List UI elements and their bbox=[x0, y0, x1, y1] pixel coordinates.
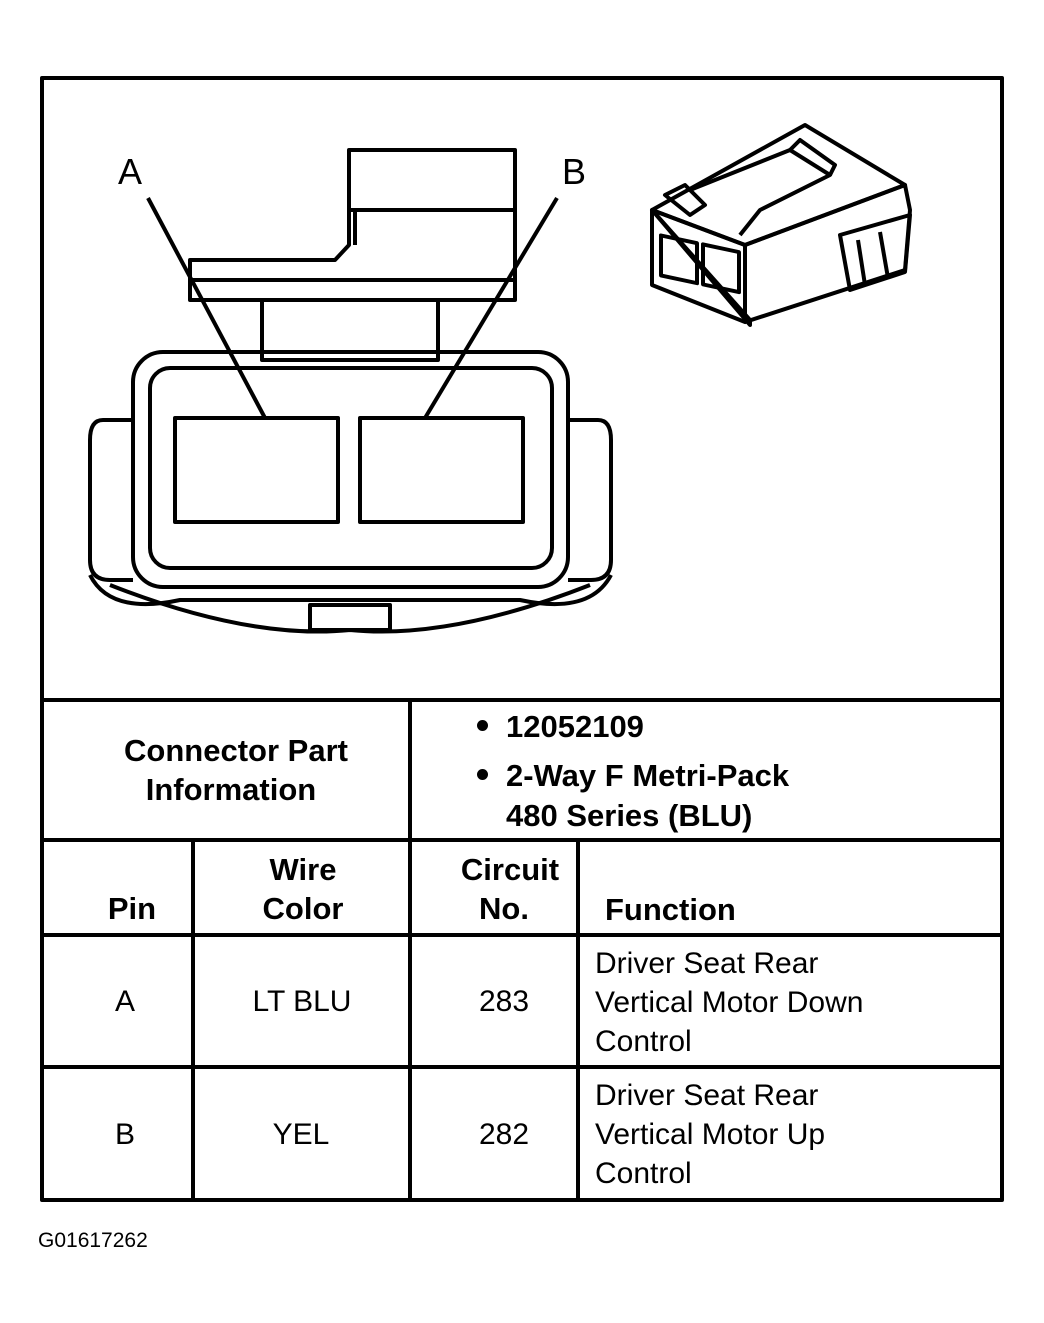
latch-base bbox=[188, 210, 517, 302]
part-description-line2: 480 Series (BLU) bbox=[506, 798, 753, 833]
bullet-icon bbox=[477, 769, 488, 780]
row-a-function-line1: Driver Seat Rear bbox=[595, 947, 819, 980]
iso-latch bbox=[689, 148, 832, 237]
header-wire-color-line1: Wire bbox=[269, 852, 337, 887]
row-a-pin: A bbox=[114, 985, 136, 1018]
connector-face bbox=[148, 366, 554, 570]
connector-body bbox=[131, 350, 570, 589]
iso-cavity-a bbox=[659, 233, 699, 286]
connector-isometric-view bbox=[650, 123, 912, 327]
header-circuit-line2: No. bbox=[479, 891, 529, 926]
bottom-key bbox=[308, 603, 392, 632]
row-b-wire-color: YEL bbox=[272, 1118, 330, 1151]
row-a-wire-color: LT BLU bbox=[252, 985, 352, 1018]
bullet-icon bbox=[477, 720, 488, 731]
leader-line-a bbox=[146, 197, 267, 419]
cavity-b bbox=[358, 416, 525, 524]
row-a-function-line2: Vertical Motor Down bbox=[595, 986, 864, 1019]
row-b-pin: B bbox=[114, 1118, 136, 1151]
cavity-a bbox=[173, 416, 340, 524]
part-number: 12052109 bbox=[506, 709, 644, 744]
header-pin: Pin bbox=[107, 891, 157, 926]
bottom-flange bbox=[88, 574, 613, 607]
outer-border bbox=[40, 76, 1004, 1202]
iso-side-tab bbox=[838, 213, 912, 292]
part-info-label-line1: Connector Part bbox=[124, 733, 348, 768]
header-circuit-line1: Circuit bbox=[460, 852, 560, 887]
header-wire-color-line2: Color bbox=[262, 891, 344, 926]
header-function: Function bbox=[605, 892, 736, 927]
connector-neck bbox=[260, 298, 440, 362]
pin-label-b: B bbox=[562, 151, 587, 192]
figure-id: G01617262 bbox=[38, 1229, 148, 1252]
part-info-label-line2: Information bbox=[145, 772, 317, 807]
row-b-function-line3: Control bbox=[595, 1157, 692, 1190]
row-a-function-line3: Control bbox=[595, 1025, 692, 1058]
latch-top bbox=[347, 148, 517, 212]
pin-label-a: A bbox=[118, 151, 143, 192]
leader-line-b bbox=[423, 196, 559, 420]
row-b-function-line1: Driver Seat Rear bbox=[595, 1079, 819, 1112]
row-a-circuit: 283 bbox=[478, 985, 530, 1018]
connector-front-view bbox=[88, 148, 613, 634]
row-b-circuit: 282 bbox=[478, 1118, 530, 1151]
row-b-function-line2: Vertical Motor Up bbox=[595, 1118, 826, 1151]
iso-cavity-b bbox=[701, 242, 741, 295]
side-tab-right bbox=[568, 418, 613, 582]
part-description-line1: 2-Way F Metri-Pack bbox=[506, 758, 790, 793]
side-tab-left bbox=[88, 418, 133, 582]
iso-top-face bbox=[650, 123, 907, 247]
